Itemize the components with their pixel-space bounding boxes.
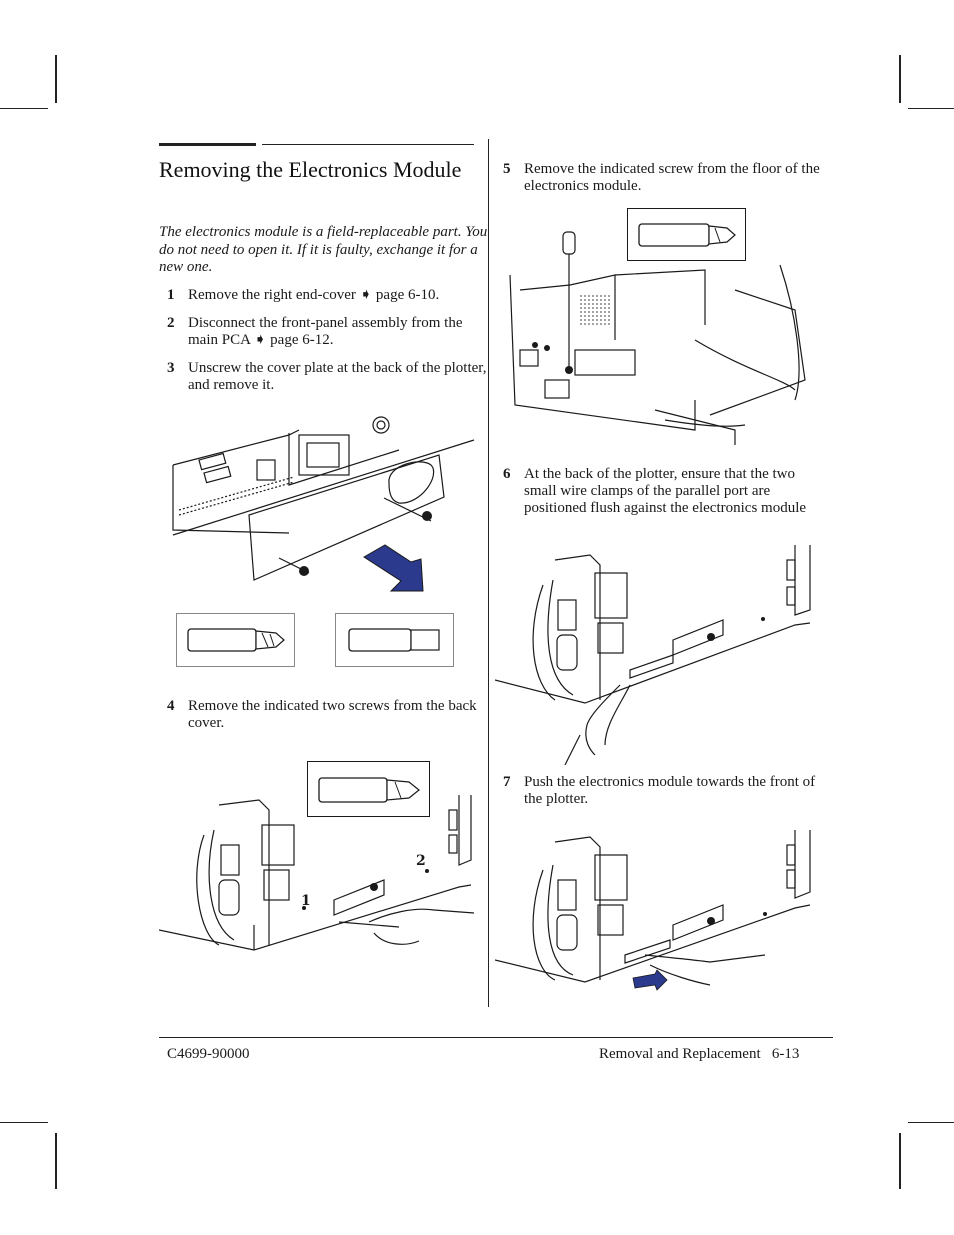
step-number: 6 xyxy=(503,466,511,482)
torx-bit-icon xyxy=(176,613,295,667)
crop-mark-top-right-v xyxy=(899,55,901,103)
step-number: 4 xyxy=(167,698,175,714)
crop-mark-bottom-right-v xyxy=(899,1133,901,1189)
column-divider xyxy=(488,139,489,1007)
step-text: Push the electronics module towards the … xyxy=(524,774,816,807)
crop-mark-top-left-v xyxy=(55,55,57,103)
push-arrow-icon xyxy=(632,969,668,991)
step-number: 5 xyxy=(503,161,511,177)
step-text: Unscrew the cover plate at the back of t… xyxy=(188,360,487,393)
crop-mark-bottom-right-h xyxy=(908,1122,954,1123)
crop-mark-bottom-left-h xyxy=(0,1122,48,1123)
step-number: 3 xyxy=(167,360,175,376)
step-text: Remove the indicated two screws from the… xyxy=(188,698,477,731)
section-rule-thick xyxy=(159,143,256,146)
torx-bit-icon xyxy=(627,208,746,261)
step-text: At the back of the plotter, ensure that … xyxy=(524,466,807,516)
step-text: Remove the right end-cover ➧ page 6-10. xyxy=(188,287,440,303)
step-text: Remove the indicated screw from the floo… xyxy=(524,161,820,194)
step-number: 2 xyxy=(167,315,175,331)
figure-cover-plate-removal xyxy=(172,416,475,592)
footer-part-number: C4699-90000 xyxy=(167,1046,250,1062)
section-intro: The electronics module is a field-replac… xyxy=(159,224,488,275)
step-text: Disconnect the front-panel assembly from… xyxy=(188,315,463,348)
crop-mark-bottom-left-v xyxy=(55,1133,57,1189)
section-rule-thin xyxy=(262,144,474,145)
crop-mark-top-left-h xyxy=(0,108,48,109)
footer-chapter-page: Removal and Replacement 6-13 xyxy=(599,1046,800,1062)
hex-bit-icon xyxy=(335,613,454,667)
torx-bit-icon xyxy=(307,761,430,817)
figure-wire-clamps xyxy=(495,545,811,765)
section-title: Removing the Electronics Module xyxy=(159,157,462,182)
removal-arrow-icon xyxy=(363,544,424,592)
figure-floor-screw xyxy=(509,231,806,445)
screw-label-2: 2 xyxy=(416,853,426,869)
step-number: 7 xyxy=(503,774,511,790)
figure-push-module xyxy=(495,830,811,991)
screw-label-1: 1 xyxy=(301,893,311,909)
crop-mark-top-right-h xyxy=(908,108,954,109)
figure-back-cover-screws: 1 2 xyxy=(159,795,475,951)
step-number: 1 xyxy=(167,287,175,303)
footer-rule xyxy=(159,1037,833,1038)
